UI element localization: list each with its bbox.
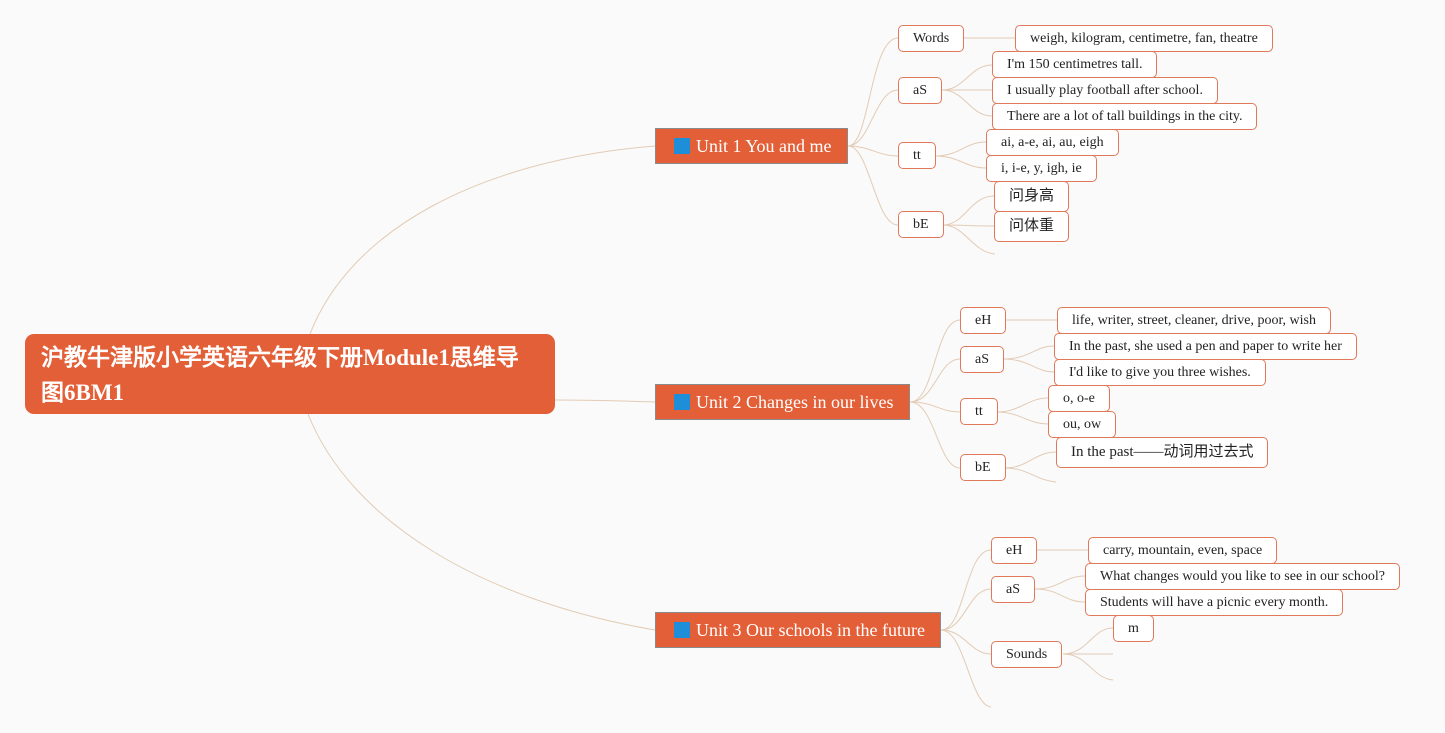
unit-3-topic[interactable]: Unit 3 Our schools in the future (655, 612, 941, 648)
list-item[interactable]: I usually play football after school. (992, 77, 1218, 104)
list-item[interactable]: There are a lot of tall buildings in the… (992, 103, 1258, 130)
list-item[interactable]: ai, a-e, ai, au, eigh (986, 129, 1119, 156)
square-icon (674, 394, 690, 410)
unit-2-topic[interactable]: Unit 2 Changes in our lives (655, 384, 910, 420)
unit-2-title: Unit 2 Changes in our lives (696, 392, 894, 412)
unit-3-title: Unit 3 Our schools in the future (696, 620, 925, 640)
unit-2-branch-eh[interactable]: eH (960, 307, 1007, 334)
list-item[interactable]: I'm 150 centimetres tall. (992, 51, 1158, 78)
list-item[interactable]: weigh, kilogram, centimetre, fan, theatr… (1015, 25, 1273, 52)
list-item[interactable]: In the past, she used a pen and paper to… (1054, 333, 1357, 360)
list-item[interactable]: i, i-e, y, igh, ie (986, 155, 1097, 182)
unit-1-branch-tt[interactable]: tt (898, 142, 936, 169)
list-item[interactable]: 问体重 (994, 211, 1070, 242)
list-item[interactable]: carry, mountain, even, space (1088, 537, 1278, 564)
unit-2-branch-tt[interactable]: tt (960, 398, 998, 425)
list-item[interactable]: m (1113, 615, 1154, 642)
list-item[interactable]: Students will have a picnic every month. (1085, 589, 1344, 616)
unit-1-title: Unit 1 You and me (696, 136, 832, 156)
square-icon (674, 622, 690, 638)
unit-2-branch-be[interactable]: bE (960, 454, 1006, 481)
unit-3-branch-eh[interactable]: eH (991, 537, 1038, 564)
unit-3-branch-as[interactable]: aS (991, 576, 1035, 603)
list-item[interactable]: In the past——动词用过去式 (1056, 437, 1269, 468)
root-topic[interactable]: 沪教牛津版小学英语六年级下册Module1思维导图6BM1 (25, 334, 555, 414)
unit-1-branch-be[interactable]: bE (898, 211, 944, 238)
list-item[interactable]: life, writer, street, cleaner, drive, po… (1057, 307, 1332, 334)
list-item[interactable]: I'd like to give you three wishes. (1054, 359, 1266, 386)
unit-1-branch-words[interactable]: Words (898, 25, 965, 52)
list-item[interactable]: o, o-e (1048, 385, 1110, 412)
unit-2-branch-as[interactable]: aS (960, 346, 1004, 373)
unit-1-branch-as[interactable]: aS (898, 77, 942, 104)
unit-3-branch-sounds[interactable]: Sounds (991, 641, 1063, 668)
unit-1-topic[interactable]: Unit 1 You and me (655, 128, 848, 164)
list-item[interactable]: ou, ow (1048, 411, 1117, 438)
list-item[interactable]: What changes would you like to see in ou… (1085, 563, 1400, 590)
list-item[interactable]: 问身高 (994, 181, 1070, 212)
square-icon (674, 138, 690, 154)
